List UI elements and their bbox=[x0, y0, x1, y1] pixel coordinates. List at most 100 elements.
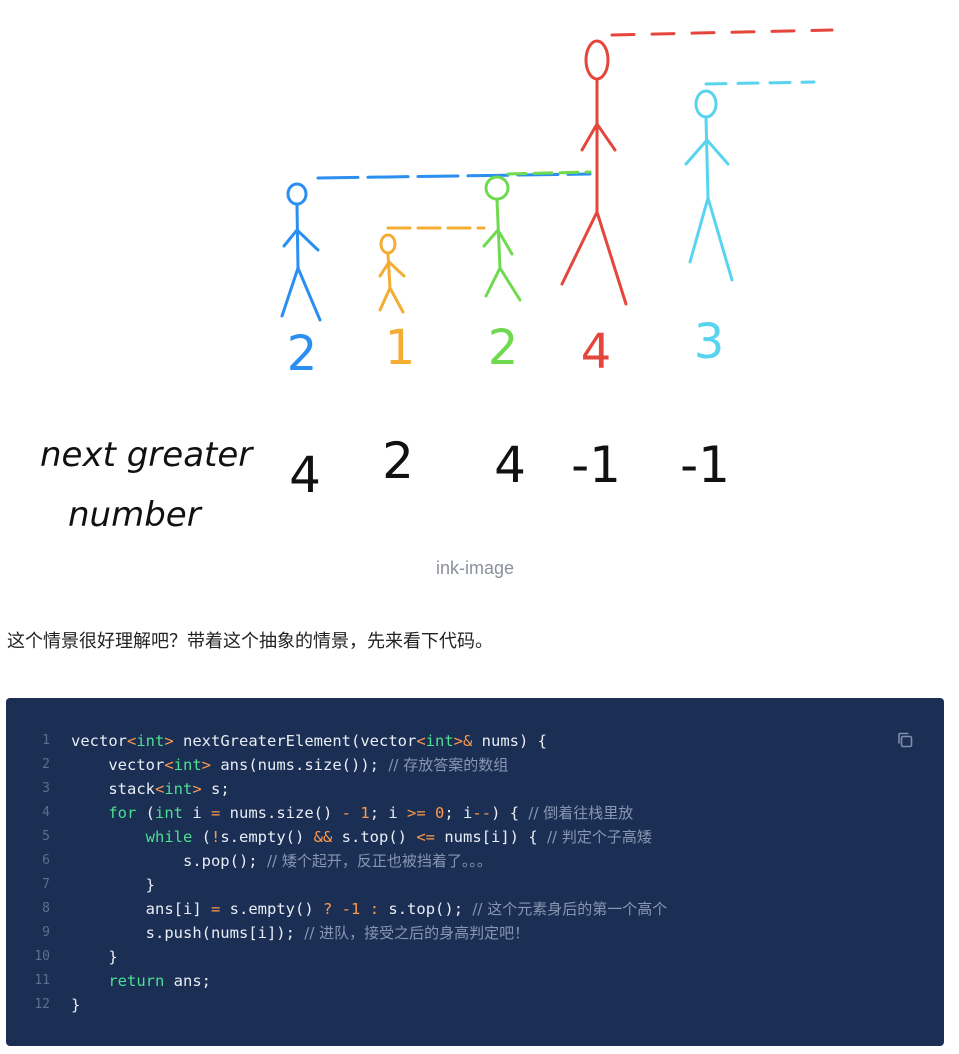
code-token: - bbox=[341, 900, 352, 918]
code-token: ( bbox=[136, 804, 155, 822]
code-token: : bbox=[369, 900, 380, 918]
line-number: 7 bbox=[42, 877, 50, 892]
line-number: 10 bbox=[34, 949, 50, 964]
next-greater-value: 2 bbox=[382, 432, 414, 490]
code-token: > bbox=[201, 756, 212, 774]
line-number: 1 bbox=[42, 733, 50, 748]
code-text: ans[i] = s.empty() ? -1 : s.top(); // 这个… bbox=[71, 897, 668, 921]
person-red-icon bbox=[560, 39, 628, 306]
code-token: int bbox=[136, 732, 165, 750]
code-token: } bbox=[71, 876, 155, 894]
code-token: stack bbox=[71, 780, 155, 798]
height-label-cyan: 3 bbox=[694, 314, 725, 370]
code-line: 8 ans[i] = s.empty() ? -1 : s.top(); // … bbox=[6, 897, 944, 921]
next-greater-value: -1 bbox=[571, 436, 621, 494]
code-token bbox=[71, 972, 108, 990]
next-greater-value: -1 bbox=[680, 436, 730, 494]
code-token: ( bbox=[192, 828, 211, 846]
line-number: 8 bbox=[42, 901, 50, 916]
code-text: vector<int> nextGreaterElement(vector<in… bbox=[71, 729, 547, 753]
blue-sight-line bbox=[316, 172, 592, 180]
code-token: s.empty() bbox=[220, 900, 323, 918]
code-token: // 进队，接受之后的身高判定吧！ bbox=[304, 924, 530, 942]
code-token: s; bbox=[201, 780, 230, 798]
code-token: 0 bbox=[435, 804, 445, 822]
next-greater-value: 4 bbox=[494, 436, 526, 494]
code-token: -- bbox=[472, 804, 492, 822]
code-token: } bbox=[71, 948, 118, 966]
code-token: s.push(nums[i]); bbox=[71, 924, 305, 942]
code-text: vector<int> ans(nums.size()); // 存放答案的数组 bbox=[71, 753, 508, 777]
copy-icon[interactable] bbox=[896, 731, 914, 749]
code-line: 10 } bbox=[6, 945, 944, 969]
code-token: int bbox=[173, 756, 202, 774]
code-token: ; i bbox=[369, 804, 408, 822]
line-number: 9 bbox=[42, 925, 50, 940]
code-token: nextGreaterElement(vector bbox=[173, 732, 417, 750]
red-sight-line bbox=[610, 28, 834, 37]
height-label-orange: 1 bbox=[385, 320, 416, 376]
code-line: 4 for (int i = nums.size() - 1; i >= 0; … bbox=[6, 801, 944, 825]
code-text: s.push(nums[i]); // 进队，接受之后的身高判定吧！ bbox=[71, 921, 530, 945]
intro-paragraph: 这个情景很好理解吧？带着这个抽象的情景，先来看下代码。 bbox=[7, 631, 493, 652]
code-line: 6 s.pop(); // 矮个起开，反正也被挡着了。。。 bbox=[6, 849, 944, 873]
code-token: > bbox=[192, 780, 202, 798]
code-token: s.top() bbox=[332, 828, 417, 846]
code-token: && bbox=[313, 828, 333, 846]
code-token: vector bbox=[71, 732, 127, 750]
row-label-line2: number bbox=[68, 495, 203, 535]
person-green-icon bbox=[482, 175, 522, 302]
person-cyan-icon bbox=[684, 89, 734, 282]
code-text: while (!s.empty() && s.top() <= nums[i])… bbox=[71, 825, 652, 849]
code-token: // 矮个起开，反正也被挡着了。。。 bbox=[266, 852, 492, 870]
code-token bbox=[71, 804, 108, 822]
code-token bbox=[360, 900, 369, 918]
line-number: 2 bbox=[42, 757, 50, 772]
code-token: > bbox=[164, 732, 174, 750]
code-line: 7 } bbox=[6, 873, 944, 897]
code-token: >= bbox=[407, 804, 426, 822]
code-token: ) { bbox=[491, 804, 529, 822]
code-token: - bbox=[341, 804, 352, 822]
row-label-line1: next greater bbox=[40, 435, 254, 475]
code-token: nums.size() bbox=[220, 804, 342, 822]
code-token: = bbox=[210, 900, 221, 918]
code-text: for (int i = nums.size() - 1; i >= 0; i-… bbox=[71, 801, 633, 825]
code-token: s.top(); bbox=[379, 900, 473, 918]
code-line: 9 s.push(nums[i]); // 进队，接受之后的身高判定吧！ bbox=[6, 921, 944, 945]
code-token: // 这个元素身后的第一个高个 bbox=[472, 900, 668, 918]
code-text: } bbox=[71, 873, 155, 897]
person-orange-icon bbox=[378, 233, 406, 314]
code-token: s.empty() bbox=[220, 828, 314, 846]
code-line: 5 while (!s.empty() && s.top() <= nums[i… bbox=[6, 825, 944, 849]
line-number: 3 bbox=[42, 781, 50, 796]
code-line: 2 vector<int> ans(nums.size()); // 存放答案的… bbox=[6, 753, 944, 777]
code-token: < bbox=[416, 732, 426, 750]
code-token: nums[i]) { bbox=[435, 828, 547, 846]
code-token: ans; bbox=[164, 972, 211, 990]
code-line: 3 stack<int> s; bbox=[6, 777, 944, 801]
code-token: while bbox=[145, 828, 193, 846]
height-label-red: 4 bbox=[581, 324, 612, 380]
code-token: for bbox=[108, 804, 137, 822]
code-token: 1 bbox=[351, 900, 361, 918]
code-token: 1 bbox=[360, 804, 370, 822]
code-token: s.pop(); bbox=[71, 852, 267, 870]
height-label-green: 2 bbox=[488, 320, 519, 376]
code-text: } bbox=[71, 993, 80, 1017]
code-token: < bbox=[127, 732, 137, 750]
code-line: 1 vector<int> nextGreaterElement(vector<i… bbox=[6, 729, 944, 753]
next-greater-value: 4 bbox=[289, 446, 321, 504]
code-token: <= bbox=[416, 828, 436, 846]
person-blue-icon bbox=[280, 182, 322, 322]
code-text: s.pop(); // 矮个起开，反正也被挡着了。。。 bbox=[71, 849, 492, 873]
code-token: return bbox=[108, 972, 165, 990]
line-number: 5 bbox=[42, 829, 50, 844]
code-token: >& bbox=[453, 732, 473, 750]
ink-image-figure: 2 1 2 4 3 next greater number 4 2 4 -1 -… bbox=[40, 28, 834, 535]
code-token: ans[i] bbox=[71, 900, 211, 918]
code-text: return ans; bbox=[71, 969, 211, 993]
code-token: < bbox=[155, 780, 165, 798]
